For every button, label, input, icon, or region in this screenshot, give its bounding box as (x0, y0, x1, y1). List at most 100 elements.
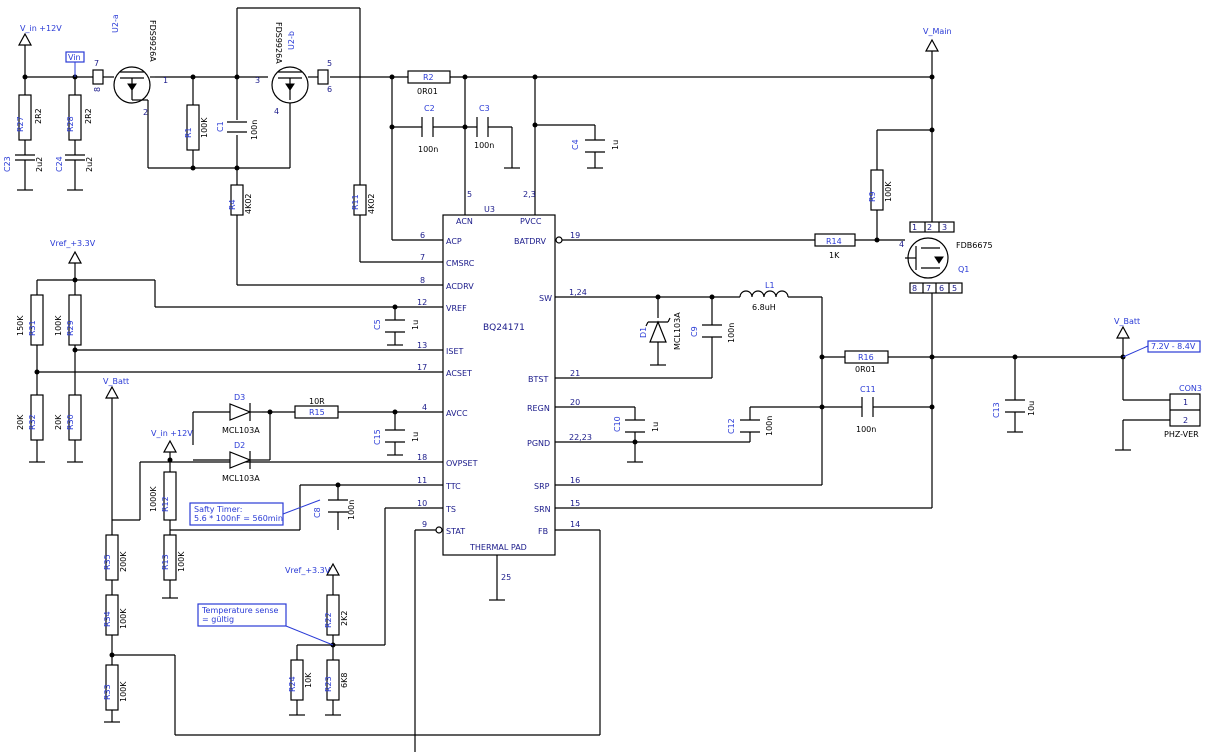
r35-ref: R35 (103, 554, 112, 570)
c11-ref: C11 (860, 385, 876, 394)
resistor-body (105, 664, 119, 711)
ic-pin-name: CMSRC (446, 259, 475, 268)
r2-ref: R2 (423, 73, 434, 82)
q1-pin: 2 (927, 223, 932, 232)
r23-ref: R23 (324, 676, 333, 692)
q1-pin: 5 (952, 284, 957, 293)
r31-value: 150K (16, 315, 25, 336)
r15-value: 10R (309, 397, 325, 406)
r14-value: 1K (829, 251, 840, 260)
ic-pin-name: ISET (446, 347, 463, 356)
power-flags: V_in +12V Vin V_Main V_Batt 7.2V - 8.4V … (17, 24, 1201, 576)
ic-pin-name: SW (539, 294, 552, 303)
ic-thermal-pin: 25 (501, 573, 511, 582)
ic-pin-num: 20 (570, 398, 580, 407)
ic-pin-num: 7 (420, 253, 425, 262)
resistor-body (326, 659, 340, 701)
l1-ref: L1 (765, 281, 775, 290)
u2b-pin: 3 (255, 76, 260, 85)
net-vin12-mid: V_in +12V (151, 429, 193, 438)
c24-value: 2u2 (85, 157, 94, 172)
wires (24, 7, 1150, 752)
ic-pin-name: SRP (534, 482, 550, 491)
annotation-notes: Safty Timer: 5.6 * 100nF = 560min Temper… (189, 499, 334, 646)
ic-pin-name: REGN (527, 404, 550, 413)
ic-pin-num: 16 (570, 476, 580, 485)
d2-ref: D2 (234, 441, 245, 450)
c1-value: 100n (250, 120, 259, 140)
r33-ref: R33 (103, 684, 112, 700)
u2a-ref: U2-a (111, 14, 120, 33)
d1-ref: D1 (639, 327, 648, 338)
resistor-body (105, 534, 119, 581)
ic-pin-num: 15 (570, 499, 580, 508)
resistor-body (105, 594, 119, 636)
temp-note-line2: = gültig (202, 615, 234, 624)
ic-pin-name: TS (445, 505, 456, 514)
resistor-body (870, 169, 884, 211)
mosfet-u2a: U2-a FDS9926A 7 8 1 2 (92, 14, 168, 117)
c13-value: 10u (1027, 401, 1036, 416)
r31-ref: R31 (28, 320, 37, 336)
r14-ref: R14 (826, 237, 842, 246)
con3-pin: 1 (1183, 398, 1188, 407)
r11-ref: R11 (351, 194, 360, 210)
r29-value: 100K (54, 315, 63, 336)
r1-ref: R1 (184, 127, 193, 138)
net-vbatt-right: V_Batt (1114, 317, 1140, 326)
net-vref-left: Vref_+3.3V (50, 239, 96, 248)
ic-pin-name: SRN (534, 505, 551, 514)
ic-pin-num: 2,3 (523, 190, 536, 199)
q1-pin: 3 (942, 223, 947, 232)
ic-pin-num: 13 (417, 341, 427, 350)
u2b-pin: 4 (274, 107, 279, 116)
r4-value: 4K02 (244, 193, 253, 214)
r28-value: 2R2 (84, 108, 93, 124)
r30-ref: R30 (66, 414, 75, 430)
r15-ref: R15 (309, 408, 325, 417)
timer-note-line2: 5.6 * 100nF = 560min (194, 514, 283, 523)
r22-ref: R22 (324, 612, 333, 628)
diodes: D1 MCL103A D3 MCL103A D2 MCL103A (222, 312, 682, 483)
r11-value: 4K02 (367, 193, 376, 214)
ic-pin-name: FB (538, 527, 548, 536)
q1-pin: 4 (899, 240, 904, 249)
ic-pin-name: TTC (445, 482, 461, 491)
r13-value: 100K (177, 551, 186, 572)
q1-pin: 8 (912, 284, 917, 293)
u2a-pin: 2 (143, 108, 148, 117)
c4-value: 1u (611, 140, 620, 150)
u2a-pin: 7 (94, 59, 99, 68)
resistor-body (68, 394, 82, 441)
r9-value: 100K (884, 181, 893, 202)
resistor-body (18, 94, 32, 141)
resistor-body (68, 294, 82, 346)
ic-pin-num: 22,23 (569, 433, 592, 442)
ic-pin-num: 6 (420, 231, 425, 240)
r32-ref: R32 (28, 414, 37, 430)
c9-ref: C9 (690, 326, 699, 337)
r35-value: 200K (119, 551, 128, 572)
ic-pin-num: 5 (467, 190, 472, 199)
c10-ref: C10 (613, 416, 622, 432)
r24-ref: R24 (288, 676, 297, 692)
resistor-body (326, 594, 340, 636)
net-vbatt-left: V_Batt (103, 377, 129, 386)
ic-pin-num: 10 (417, 499, 427, 508)
resistors: R27 2R2 R28 2R2 R1 100K R4 4K02 R11 4K02… (16, 70, 893, 711)
ic-pin-num: 12 (417, 298, 427, 307)
c15-value: 1u (411, 432, 420, 442)
resistor-body (68, 94, 82, 141)
resistor-body (30, 394, 44, 441)
ic-ref: U3 (484, 205, 495, 214)
c13-ref: C13 (992, 402, 1001, 418)
ic-pin-name: VREF (446, 304, 467, 313)
net-vref-bottom: Vref_+3.3V (285, 566, 331, 575)
ic-pin-name: ACP (446, 237, 462, 246)
ic-pin-num: 9 (422, 520, 427, 529)
u2b-pin: 5 (327, 59, 332, 68)
l1-value: 6.8uH (752, 303, 776, 312)
q1-pin: 6 (939, 284, 944, 293)
q1-part: FDB6675 (956, 241, 993, 250)
r4-ref: R4 (228, 199, 237, 210)
